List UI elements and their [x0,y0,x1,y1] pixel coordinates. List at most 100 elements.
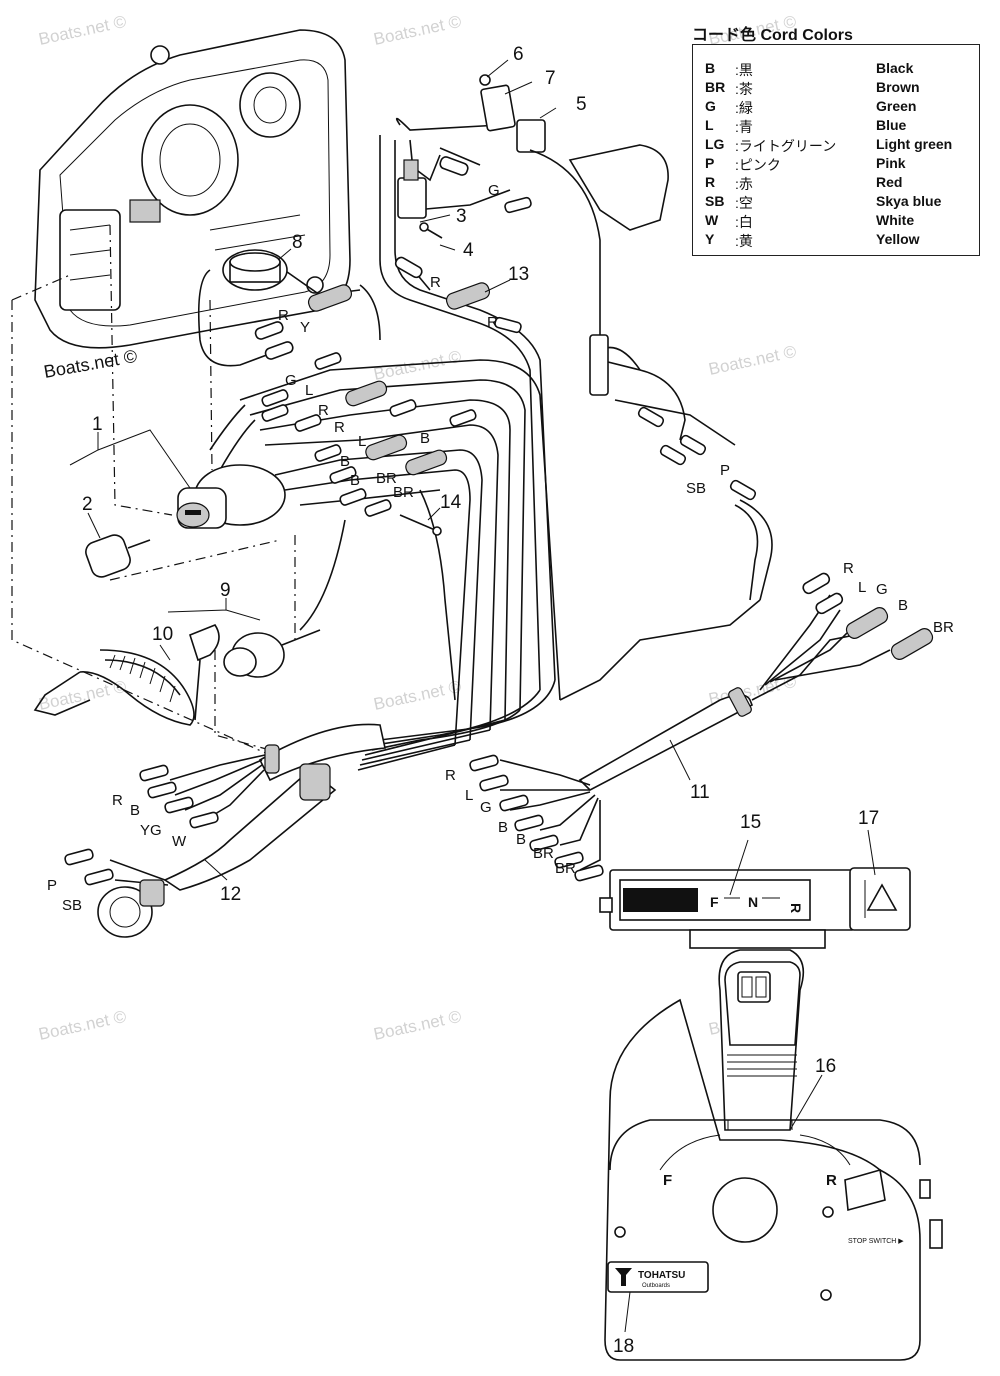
legend-en: Brown [876,79,920,95]
part-12-harness [64,723,386,938]
wire-label: L [358,433,366,450]
legend-row: P :ピンク Pink [705,155,973,173]
dash-leader [109,539,281,581]
wire-label: G [488,182,500,199]
callout-6: 6 [513,44,524,65]
legend-row: Y :黄 Yellow [705,231,973,249]
panel-r-label: R [788,903,804,913]
callout-leaders [69,59,876,1333]
lever-stop-label: STOP SWITCH ▶ [848,1238,904,1245]
legend-en: Blue [876,117,907,133]
legend-code: Y [705,231,715,247]
wire-label: W [172,833,187,850]
callouts: 1 2 3 4 5 6 7 8 9 10 11 12 13 14 15 17 1… [82,44,879,1357]
wire-label: R [487,314,498,331]
part-11-harness [469,572,934,882]
panel-n-label: N [748,894,758,910]
wire-label: L [305,382,313,399]
legend-row: R :赤 Red [705,174,973,192]
callout-4: 4 [463,240,474,261]
wire-label: R [112,792,123,809]
part-14-pin [399,514,442,536]
wire-label: B [420,430,430,447]
legend-jp: :白 [735,214,753,230]
wire-label: B [350,472,360,489]
wire-label: R [430,274,441,291]
wire-label: R [334,419,345,436]
watermark: Boats.net © [707,342,799,379]
callout-15: 15 [740,812,761,833]
legend-jp: :ライトグリーン [735,138,837,154]
callout-10: 10 [152,624,173,645]
legend-row: SB :空 Skya blue [705,193,973,211]
wire-label: G [480,799,492,816]
part-7-plate [480,84,516,132]
wire-label: BR [933,619,954,636]
wire-label: G [285,372,297,389]
callout-13: 13 [508,264,529,285]
wire-label: SB [686,480,706,497]
part-4-screw [419,222,443,239]
wire-label: R [318,402,329,419]
part-15-indicator-panel: F N R [599,869,856,949]
callout-5: 5 [576,94,587,115]
watermark: Boats.net © [372,347,464,384]
legend-row: B :黒 Black [705,60,973,78]
dash-leader [11,300,271,756]
part-10-lanyard [33,624,220,726]
wire-label: B [516,831,526,848]
lever-f-label: F [663,1172,672,1189]
watermark: Boats.net © [37,677,129,714]
dash-leader [209,299,213,471]
legend-en: Green [876,98,917,114]
wire-label: P [720,462,730,479]
wire-label: G [876,581,888,598]
wire-label: R [843,560,854,577]
part-9-stop-switch [223,629,321,678]
legend-en: Red [876,174,903,190]
wire-label: BR [376,470,397,487]
legend-jp: :赤 [735,176,753,192]
wire-label: BR [393,484,414,501]
wire-label: B [498,819,508,836]
legend-row: G :緑 Green [705,98,973,116]
watermark: Boats.net © [372,12,464,49]
callout-7: 7 [545,68,556,89]
legend-en: White [876,212,915,228]
legend-jp: :黄 [735,233,753,249]
wire-label: L [858,579,866,596]
wire-labels: G R R R Y G L R R L B B B BR BR P SB R L… [47,182,954,914]
part-2-key [85,534,151,578]
callout-14: 14 [440,492,462,513]
legend-code: L [705,117,714,133]
wire-label: P [47,877,57,894]
callout-2: 2 [82,494,93,515]
legend-en: Skya blue [876,193,942,209]
connectors [254,156,757,517]
legend-row: BR :茶 Brown [705,79,973,97]
callout-1: 1 [92,414,103,435]
legend-jp: :黒 [735,62,753,78]
callout-8: 8 [292,232,303,253]
dash-leader [214,650,271,751]
part-6-screw [479,74,491,86]
callout-9: 9 [220,580,231,601]
legend-en: Pink [876,155,906,171]
watermark: Boats.net © [37,1007,129,1044]
wire-label: B [898,597,908,614]
legend-row: LG :ライトグリーン Light green [705,136,973,154]
panel-f-label: F [710,894,719,910]
wire-label: R [278,307,289,324]
legend-jp: :茶 [735,81,753,97]
wire-label: YG [140,822,162,839]
legend-code: BR [705,79,726,95]
wire-label: R [445,767,456,784]
legend-code: G [705,98,716,114]
callout-3: 3 [456,206,467,227]
callout-17: 17 [858,808,879,829]
cord-color-legend: B :黒 Black BR :茶 Brown G :緑 Green L :青 B… [692,44,980,256]
wire-label: BR [533,845,554,862]
part-17-label [849,867,911,931]
legend-jp: :空 [735,195,753,211]
